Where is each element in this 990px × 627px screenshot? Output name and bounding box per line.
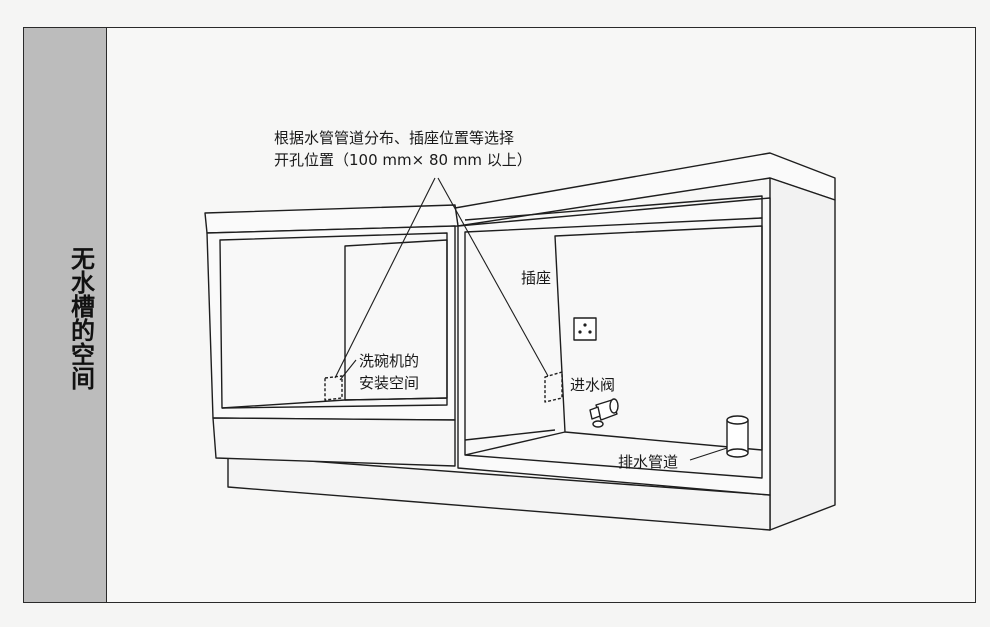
left-kick-panel [212, 417, 456, 467]
socket-label: 插座 [521, 269, 552, 287]
leader-right [437, 177, 549, 377]
right-inner-opening [464, 217, 763, 479]
socket [573, 317, 597, 341]
leader-left [334, 177, 436, 379]
right-inner-floor [464, 431, 566, 456]
left-inner-floor [221, 397, 448, 409]
dishwasher-label-line2: 安装空间 [359, 374, 420, 392]
right-inner-back [554, 225, 763, 451]
right-inner-shelf-line [464, 429, 556, 441]
side-title-container: 无水槽的空间 [24, 233, 107, 403]
side-hole [544, 371, 563, 403]
side-title: 无水槽的空间 [66, 246, 95, 390]
socket-holes [578, 323, 592, 334]
right-side-panel [769, 177, 836, 531]
side-tab: 无水槽的空间 [24, 28, 107, 602]
base-plinth [227, 454, 771, 531]
hole-note-line2: 开孔位置（100 mm× 80 mm 以上） [274, 151, 532, 169]
leader-dishwasher [339, 359, 357, 381]
hole-note-line1: 根据水管管道分布、插座位置等选择 [274, 129, 515, 147]
dishwasher-label-line1: 洗碗机的 [359, 352, 420, 370]
dishwasher-hole [324, 375, 343, 401]
leader-drain [689, 447, 728, 461]
drain-pipe-label: 排水管道 [618, 453, 679, 471]
left-cabinet-opening [219, 232, 448, 409]
inlet-valve-label: 进水阀 [570, 376, 616, 394]
inlet-valve [589, 398, 619, 428]
drain-pipe [726, 415, 749, 458]
